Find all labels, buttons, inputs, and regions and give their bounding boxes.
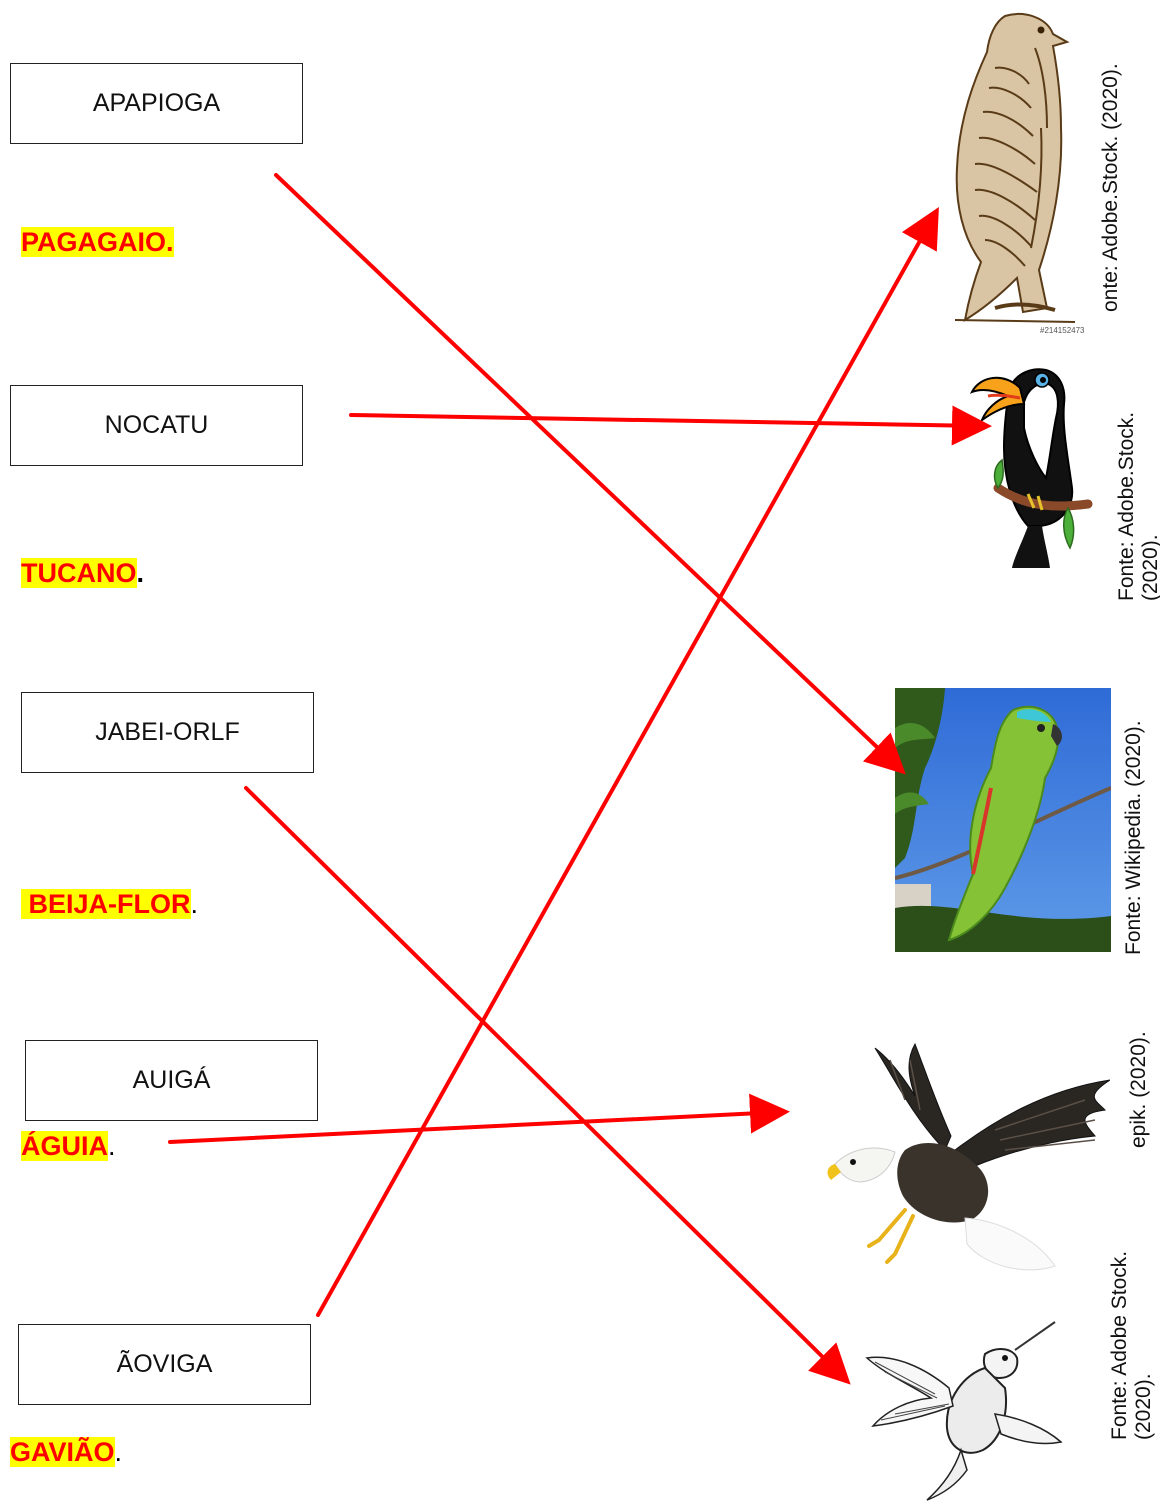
toucan-credit-line2: (2020). xyxy=(1139,534,1160,601)
answer-3: BEIJA-FLOR. xyxy=(21,889,199,919)
answer-4: ÁGUIA. xyxy=(21,1131,116,1161)
hummingbird-credit-line2: (2020). xyxy=(1132,1373,1156,1440)
answer-1: PAGAGAIO. xyxy=(21,227,174,257)
eagle-credit: epik. (2020). xyxy=(1127,1031,1150,1148)
hawk-credit: onte: Adobe.Stock. (2020). xyxy=(1099,63,1122,312)
hawk-stock-id: #214152473 xyxy=(1040,326,1085,335)
parrot-credit: Fonte: Wikipedia. (2020). xyxy=(1122,720,1145,955)
hummingbird-credit-line1: Fonte: Adobe Stock. xyxy=(1108,1250,1131,1440)
word-box-2: NOCATU xyxy=(10,385,303,466)
hawk-image: #214152473 xyxy=(954,13,1085,335)
word-box-5: ÃOVIGA xyxy=(18,1324,311,1405)
arrow-jabei-orlf-to-hummingbird xyxy=(244,786,851,1385)
eagle-image xyxy=(827,1042,1110,1271)
arrow-apapioga-to-parrot xyxy=(274,173,906,775)
parrot-image xyxy=(895,688,1111,952)
hummingbird-image xyxy=(865,1321,1063,1501)
word-box-3: JABEI-ORLF xyxy=(21,692,314,773)
arrow-nocatu-to-toucan xyxy=(349,405,992,446)
toucan-credit-line1: Fonte: Adobe.Stock. xyxy=(1115,411,1138,601)
answer-5: GAVIÃO. xyxy=(10,1437,123,1467)
word-box-1: APAPIOGA xyxy=(10,63,303,144)
toucan-image xyxy=(969,368,1093,568)
word-box-4: AUIGÁ xyxy=(25,1040,318,1121)
toucan-credit: Fonte: Adobe.Stock. (2020). xyxy=(1115,412,1160,601)
answer-2: TUCANO. xyxy=(21,558,145,588)
hummingbird-credit: Fonte: Adobe Stock. (2020). xyxy=(1108,1251,1156,1440)
